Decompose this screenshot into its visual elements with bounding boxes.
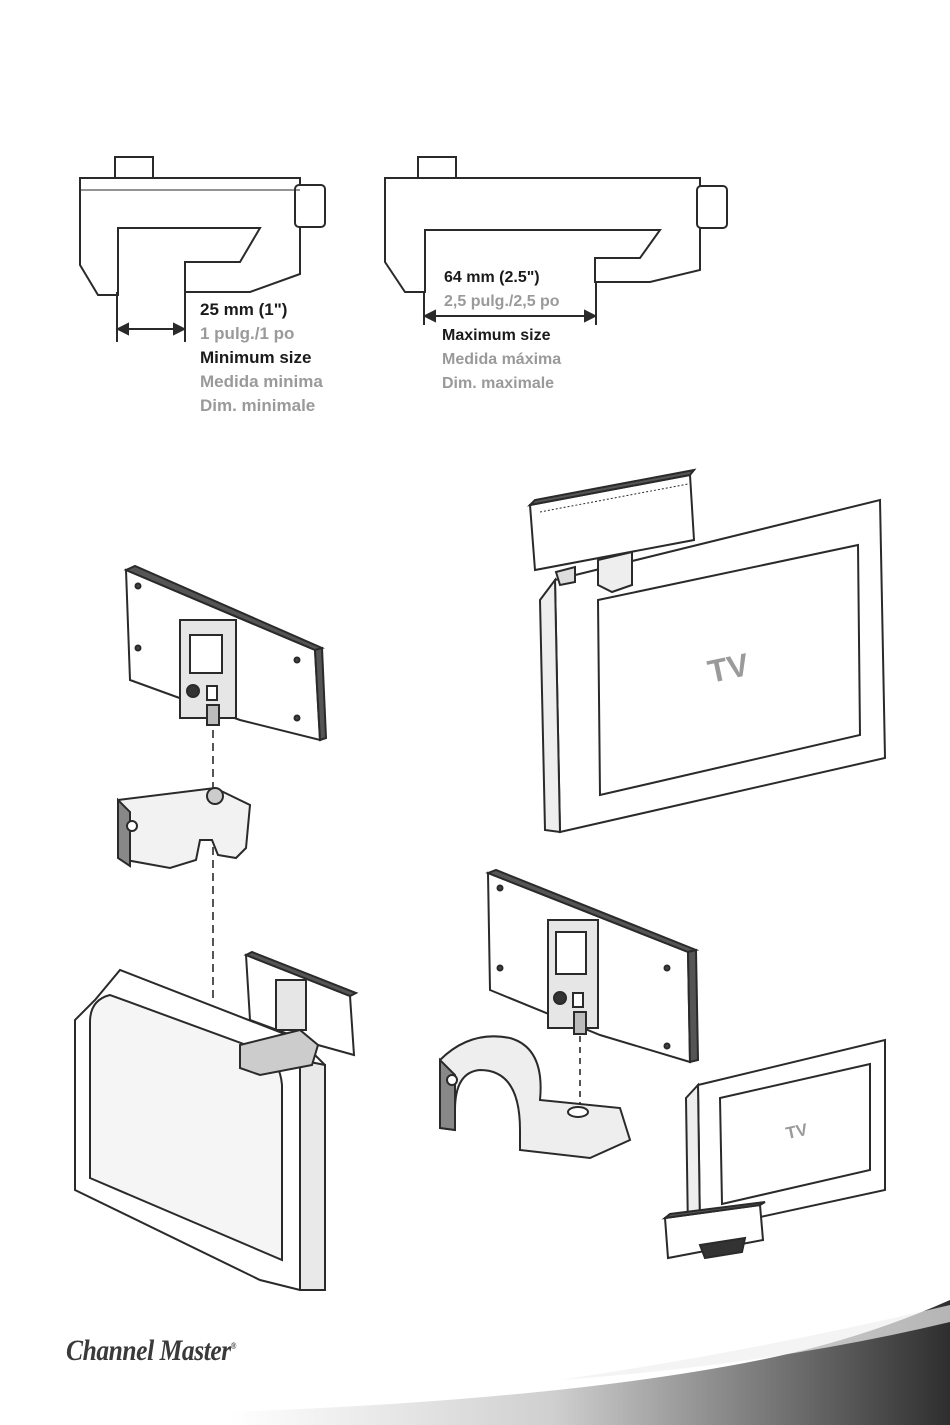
min-size-label-en: Minimum size (200, 346, 323, 370)
max-size-label-fr: Dim. maximale (442, 372, 561, 396)
max-size-dimension: 64 mm (2.5") (444, 266, 560, 290)
max-size-dimension-caption: 64 mm (2.5") 2,5 pulg./2,5 po (444, 266, 560, 314)
max-size-caption: Maximum size Medida máxima Dim. maximale (442, 324, 561, 396)
min-size-label-fr: Dim. minimale (200, 394, 323, 418)
clamp-bracket-left (118, 788, 250, 868)
antenna-mounted-left (240, 952, 356, 1075)
antenna-unit-right (488, 870, 698, 1062)
max-size-dimension-alt: 2,5 pulg./2,5 po (444, 290, 560, 314)
min-size-dimension-alt: 1 pulg./1 po (200, 322, 323, 346)
min-size-dimension: 25 mm (1") (200, 298, 323, 322)
min-size-label-es: Medida minima (200, 370, 323, 394)
footer-swoosh (230, 1300, 950, 1425)
clamp-bracket-right (440, 1036, 630, 1158)
max-size-label-es: Medida máxima (442, 348, 561, 372)
brand-registered-mark: ® (231, 1341, 236, 1351)
min-size-caption: 25 mm (1") 1 pulg./1 po Minimum size Med… (200, 298, 323, 418)
min-dimension-arrow (117, 292, 185, 342)
max-size-label-en: Maximum size (442, 324, 561, 348)
clamp-minimum-diagram (80, 157, 325, 295)
antenna-under-tv (665, 1202, 765, 1258)
antenna-unit-left (126, 566, 326, 740)
tv-small (686, 1040, 885, 1232)
brand-name: Channel Master (66, 1334, 231, 1367)
channel-master-logo: Channel Master® (66, 1334, 236, 1368)
